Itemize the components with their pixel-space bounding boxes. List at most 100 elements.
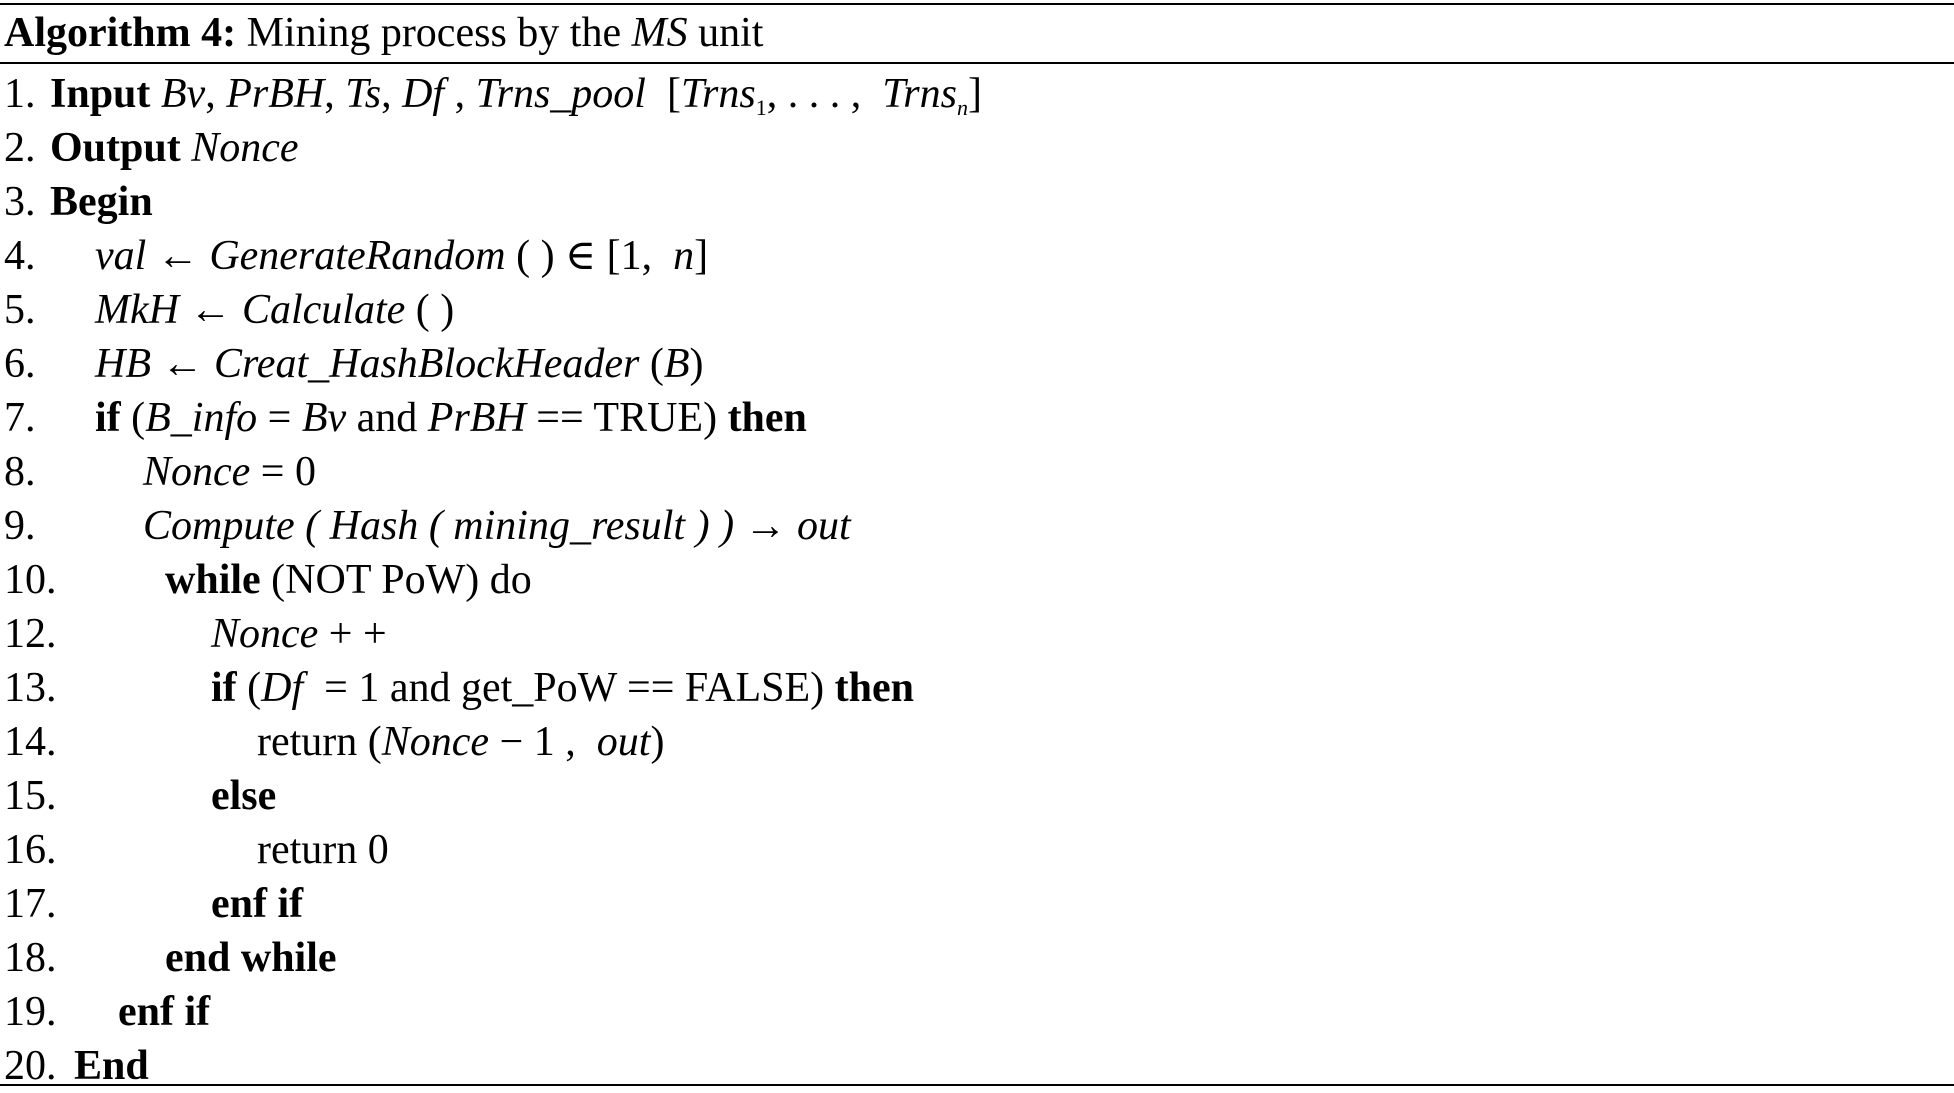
line-number: 3.	[4, 179, 36, 225]
line-number: 6.	[4, 341, 36, 387]
line-content: Output Nonce	[50, 121, 299, 175]
variable: n	[673, 233, 695, 279]
keyword: enf if	[118, 989, 211, 1035]
code-text: )	[650, 719, 665, 765]
line-content: Input Bv, PrBH, Ts, Df , Trns_pool [Trns…	[50, 67, 982, 121]
algorithm-line: 3.Begin	[0, 175, 1954, 229]
code-text: (	[639, 341, 664, 387]
line-content: else	[211, 769, 276, 823]
line-number: 7.	[4, 395, 36, 441]
variable: B	[663, 341, 690, 387]
line-number: 20.	[4, 1043, 57, 1089]
bottom-rule	[0, 1084, 1954, 1086]
code-text: ]	[694, 233, 709, 279]
code-text: return 0	[257, 827, 389, 873]
algorithm-line: 2. Output Nonce	[0, 121, 1954, 175]
code-text	[150, 71, 161, 117]
variable: Nonce	[381, 719, 490, 765]
code-text: = 0	[250, 449, 316, 495]
line-content: Compute ( Hash ( mining_result ) ) → out	[143, 499, 851, 553]
variable: out	[596, 719, 651, 765]
line-content: Nonce + +	[211, 607, 387, 661]
algorithm-line: 9. Compute ( Hash ( mining_result ) ) → o…	[0, 499, 1954, 553]
line-content: MkH ← Calculate ( )	[95, 283, 454, 337]
variable: PrBH	[427, 395, 526, 441]
variable: Ts	[345, 71, 382, 117]
variable: GenerateRandom	[209, 233, 506, 279]
line-number: 13.	[4, 665, 57, 711]
variable: B_info	[145, 395, 258, 441]
variable: Calculate	[241, 287, 406, 333]
code-text: ,	[381, 71, 403, 117]
variable: Nonce	[143, 449, 251, 495]
code-text: ( )	[405, 287, 455, 333]
keyword: enf if	[211, 881, 304, 927]
variable: Bv	[301, 395, 347, 441]
variable: Bv	[160, 71, 206, 117]
line-number: 9.	[4, 503, 36, 549]
variable: HB	[95, 341, 151, 387]
line-content: while (NOT PoW) do	[165, 553, 532, 607]
line-number: 4.	[4, 233, 36, 279]
code-text: , . . . ,	[766, 71, 883, 117]
variable: Nonce	[191, 125, 299, 171]
code-text: ]	[967, 71, 982, 117]
code-text: (	[236, 665, 262, 711]
subscript: n	[956, 95, 968, 120]
line-content: enf if	[211, 877, 303, 931]
algorithm-caption: Algorithm 4: Mining process by the MS un…	[4, 6, 763, 60]
keyword: then	[834, 665, 914, 711]
caption-unit: MS	[631, 10, 688, 56]
algorithm-line: 4. val ← GenerateRandom ( ) ∈ [1, n]	[0, 229, 1954, 283]
code-text: )	[689, 341, 704, 387]
line-number: 8.	[4, 449, 36, 495]
caption-text-post: unit	[687, 10, 764, 56]
algorithm-lines: 1.Input Bv, PrBH, Ts, Df , Trns_pool [Tr…	[0, 67, 1954, 1093]
line-number: 14.	[4, 719, 57, 765]
line-content: HB ← Creat_HashBlockHeader (B)	[95, 337, 704, 391]
line-number: 5.	[4, 287, 36, 333]
algorithm-line: 8. Nonce = 0	[0, 445, 1954, 499]
variable: Trns_pool	[475, 71, 646, 117]
keyword: while	[165, 557, 261, 603]
line-content: Nonce = 0	[143, 445, 316, 499]
variable: Nonce	[211, 611, 319, 657]
code-text: =	[257, 395, 302, 441]
variable: PrBH	[226, 71, 325, 117]
code-text: (NOT PoW) do	[260, 557, 532, 603]
algorithm-line: 12. Nonce + +	[0, 607, 1954, 661]
variable: Creat_HashBlockHeader	[214, 341, 640, 387]
keyword: Input	[50, 71, 151, 117]
variable: Df	[402, 71, 445, 117]
keyword: end while	[165, 935, 337, 981]
subscript: 1	[755, 95, 767, 120]
line-number: 19.	[4, 989, 57, 1035]
keyword: End	[74, 1043, 149, 1089]
algorithm-line: 16.return 0	[0, 823, 1954, 877]
variable: Trns	[882, 71, 957, 117]
code-text: [	[645, 71, 681, 117]
caption-text-pre: Mining process by the	[236, 10, 632, 56]
code-text: return (	[257, 719, 382, 765]
line-content: val ← GenerateRandom ( ) ∈ [1, n]	[95, 229, 708, 283]
keyword: Output	[50, 125, 181, 171]
line-content: enf if	[118, 985, 210, 1039]
algorithm-line: 14.return (Nonce − 1 , out)	[0, 715, 1954, 769]
line-number: 2.	[4, 125, 36, 171]
algorithm-line: 5. MkH ← Calculate ( )	[0, 283, 1954, 337]
code-text	[181, 125, 192, 171]
top-rule	[0, 3, 1954, 5]
variable: Df	[261, 665, 304, 711]
line-number: 10.	[4, 557, 57, 603]
algorithm-line: 7.if (B_info = Bv and PrBH == TRUE) then	[0, 391, 1954, 445]
caption-rule	[0, 62, 1954, 64]
code-text: ,	[444, 71, 476, 117]
line-content: End	[74, 1039, 149, 1093]
code-text: ( ) ∈ [1,	[505, 233, 674, 279]
code-text: ←	[178, 287, 242, 333]
line-number: 12.	[4, 611, 57, 657]
algorithm-label: Algorithm 4:	[4, 10, 237, 56]
line-number: 18.	[4, 935, 57, 981]
algorithm-line: 15.else	[0, 769, 1954, 823]
